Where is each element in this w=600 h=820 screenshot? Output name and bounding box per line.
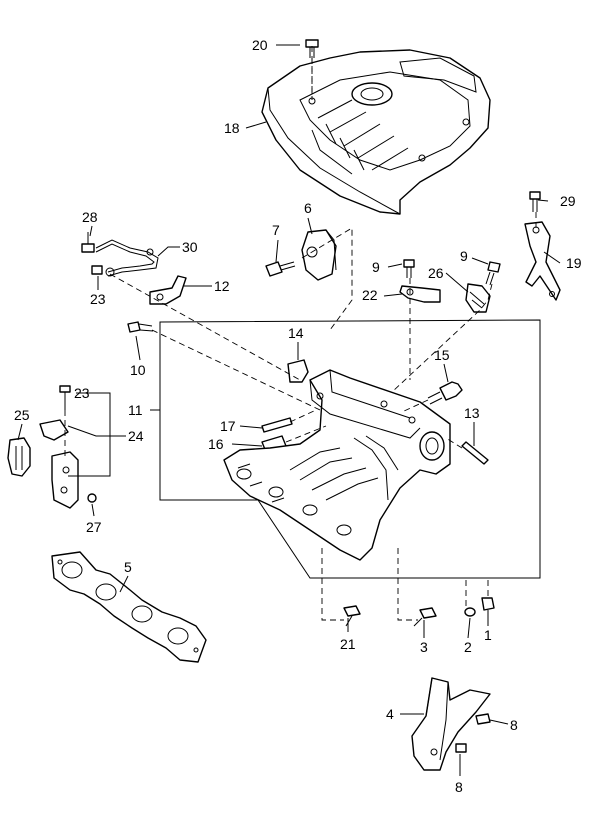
callout-6: 6 [304, 200, 312, 216]
callout-9-right: 9 [460, 248, 468, 264]
callout-5: 5 [124, 559, 132, 575]
bolt-23-lower-part [59, 385, 71, 410]
callout-30: 30 [182, 239, 198, 255]
assembly-outline [159, 319, 541, 579]
callout-10: 10 [130, 362, 146, 378]
assembly-guide-lines [64, 46, 537, 621]
bolt-10-part [127, 321, 154, 333]
callout-22: 22 [362, 287, 378, 303]
callout-8-upper: 8 [510, 717, 518, 733]
callout-8-lower: 8 [455, 779, 463, 795]
stud-13-part [461, 441, 489, 465]
callout-labels: 20 18 29 19 6 7 9 9 22 26 28 30 23 12 10… [14, 37, 582, 795]
callout-16: 16 [208, 436, 224, 452]
bracket-24-part [39, 419, 79, 509]
bracket-6-part [301, 229, 337, 281]
bracket-22-part [399, 285, 441, 303]
washer-2-part [464, 607, 476, 617]
cap-14-part [287, 359, 309, 383]
callout-23-upper: 23 [90, 291, 106, 307]
callout-14: 14 [288, 325, 304, 341]
callout-15: 15 [434, 347, 450, 363]
bolt-23-upper-part [91, 265, 115, 277]
callout-1: 1 [484, 627, 492, 643]
fuel-line-30-part [95, 239, 159, 277]
callout-28: 28 [82, 209, 98, 225]
bolt-21-part [343, 605, 361, 627]
bracket-4-part [411, 677, 491, 771]
callout-9-left: 9 [372, 259, 380, 275]
callout-7: 7 [272, 222, 280, 238]
callout-29: 29 [560, 193, 576, 209]
bolt-29-part [529, 191, 541, 212]
callout-23-lower: 23 [74, 385, 90, 401]
sensor-26-part [465, 283, 491, 313]
callout-3: 3 [420, 639, 428, 655]
intake-manifold-part [223, 369, 451, 561]
nut-1-part [481, 597, 495, 611]
bolt-8-lower-part [455, 743, 467, 753]
callout-17: 17 [220, 418, 236, 434]
bolt-28-part [81, 232, 95, 253]
callout-2: 2 [464, 639, 472, 655]
callout-24: 24 [128, 428, 144, 444]
callout-21: 21 [340, 636, 356, 652]
gasket-5-part [51, 551, 207, 663]
bolt-3-part [413, 607, 437, 627]
callout-12: 12 [214, 278, 230, 294]
sensor-15-part [427, 381, 463, 405]
sensor-25-part [7, 437, 31, 477]
callout-11: 11 [128, 402, 143, 418]
clip-27-part [87, 493, 97, 503]
bolt-7-part [265, 261, 296, 277]
callout-26: 26 [428, 265, 444, 281]
bracket-12-part [149, 275, 187, 305]
bracket-19-part [524, 221, 561, 301]
callout-20: 20 [252, 37, 268, 53]
bolt-9-right-part [485, 261, 501, 286]
callout-13: 13 [464, 405, 480, 421]
callout-4: 4 [386, 706, 394, 722]
callout-27: 27 [86, 519, 102, 535]
bolt-8-upper-part [475, 713, 491, 725]
callout-19: 19 [566, 255, 582, 271]
callout-25: 25 [14, 407, 30, 423]
stud-17-part [261, 417, 293, 433]
bolt-9-left-part [403, 259, 415, 278]
leader-lines [17, 44, 561, 776]
callout-18: 18 [224, 120, 240, 136]
engine-cover-part [261, 49, 491, 215]
